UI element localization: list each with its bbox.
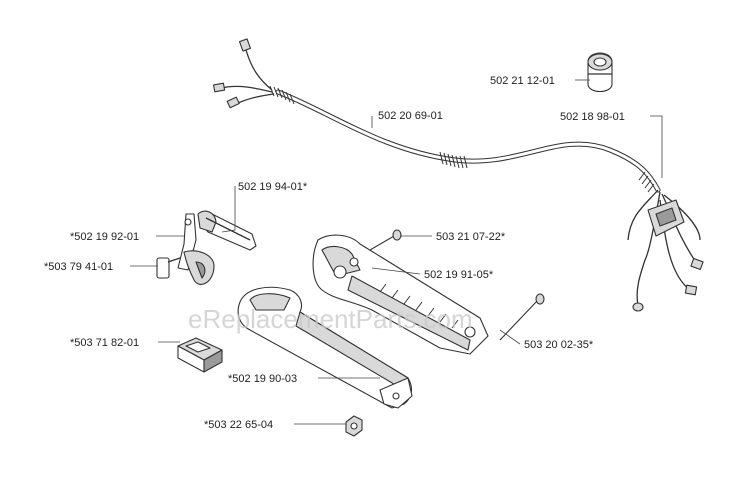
- label-502-20-69-01: 502 20 69-01: [378, 110, 443, 122]
- screw-upper-part: [369, 229, 402, 251]
- leader-lines: [130, 79, 663, 425]
- label-503-21-07-22: 503 21 07-22*: [436, 231, 506, 243]
- screw-long-part: [499, 293, 545, 341]
- label-503-20-02-35: 503 20 02-35*: [524, 339, 594, 351]
- nut-part: [345, 415, 363, 437]
- stop-switch-part: [177, 337, 223, 373]
- spring-part: [156, 257, 181, 279]
- cable-clamp-part: [587, 52, 613, 93]
- cable-wires-left: [213, 38, 275, 109]
- part-labels: 502 21 12-01 502 20 69-01 502 18 98-01 5…: [44, 75, 625, 431]
- label-502-19-94-01: 502 19 94-01*: [238, 181, 308, 193]
- handle-half-upper-part: [312, 234, 489, 355]
- label-502-19-91-05: 502 19 91-05*: [424, 269, 494, 281]
- cable-wires-right: [627, 189, 704, 312]
- lockout-lever-part: [177, 213, 215, 285]
- watermark-text: eReplacementParts.com: [188, 304, 473, 334]
- label-503-22-65-04: *503 22 65-04: [204, 419, 273, 431]
- label-502-19-90-03: *502 19 90-03: [228, 373, 297, 385]
- label-503-79-41-01: *503 79 41-01: [44, 261, 113, 273]
- label-502-19-92-01: *502 19 92-01: [70, 231, 139, 243]
- label-502-21-12-01: 502 21 12-01: [490, 75, 555, 87]
- label-502-18-98-01: 502 18 98-01: [560, 111, 625, 123]
- throttle-trigger-part: [197, 210, 257, 251]
- label-503-71-82-01: *503 71 82-01: [70, 337, 139, 349]
- throttle-cable: [269, 85, 661, 193]
